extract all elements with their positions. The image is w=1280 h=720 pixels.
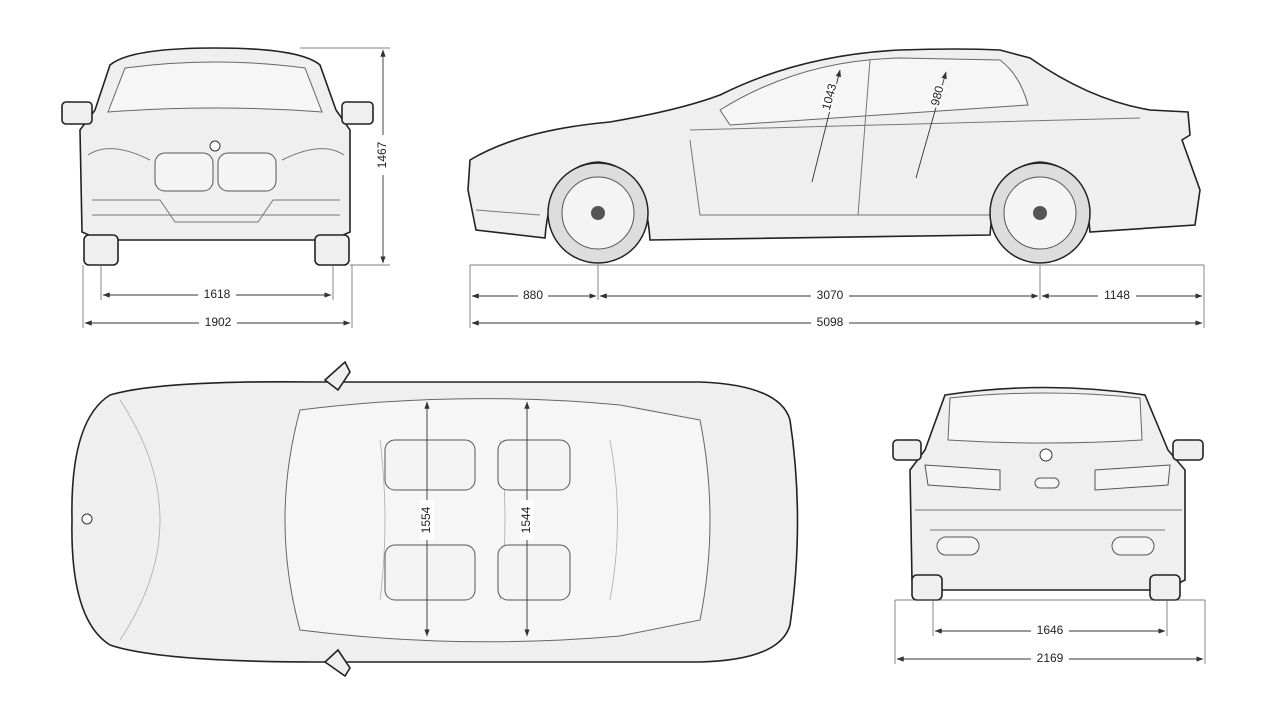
rear-shoulder-label: 1544 xyxy=(519,506,533,533)
logo-icon xyxy=(209,140,221,152)
wheelbase-label: 3070 xyxy=(817,288,844,302)
logo-icon-top xyxy=(81,513,93,525)
side-length-dimensions: 880 3070 1148 5098 xyxy=(469,264,1205,331)
right-mirror-rear xyxy=(1172,439,1204,461)
rear-wheel xyxy=(989,162,1091,264)
right-mirror xyxy=(341,101,374,125)
left-mirror xyxy=(61,101,93,125)
right-exhaust xyxy=(1111,536,1155,556)
height-label: 1467 xyxy=(375,141,389,168)
front-width-label: 1902 xyxy=(205,315,232,329)
side-view: 1043 980 xyxy=(467,48,1201,264)
rear-track-label: 1646 xyxy=(1037,623,1064,637)
rear-view xyxy=(892,386,1204,601)
front-view xyxy=(61,47,374,266)
right-mirror-top xyxy=(323,648,351,678)
mirror-width-label: 2169 xyxy=(1037,651,1064,665)
left-mirror-top xyxy=(323,360,351,392)
length-label: 5098 xyxy=(817,315,844,329)
rear-overhang-label: 1148 xyxy=(1104,288,1130,302)
front-track-label: 1618 xyxy=(204,287,231,301)
front-shoulder-label: 1554 xyxy=(419,506,433,533)
left-mirror-rear xyxy=(892,439,922,461)
top-view: 1554 1544 xyxy=(71,360,799,678)
front-height-dimension: 1467 xyxy=(300,47,390,266)
front-track-dimension: 1618 1902 xyxy=(82,265,353,331)
front-wheel xyxy=(547,162,649,264)
front-overhang-label: 880 xyxy=(523,288,543,302)
kidney-grille xyxy=(154,152,277,192)
rear-width-dimensions: 1646 2169 xyxy=(894,599,1206,667)
logo-icon-rear xyxy=(1039,448,1053,462)
left-exhaust xyxy=(936,536,980,556)
